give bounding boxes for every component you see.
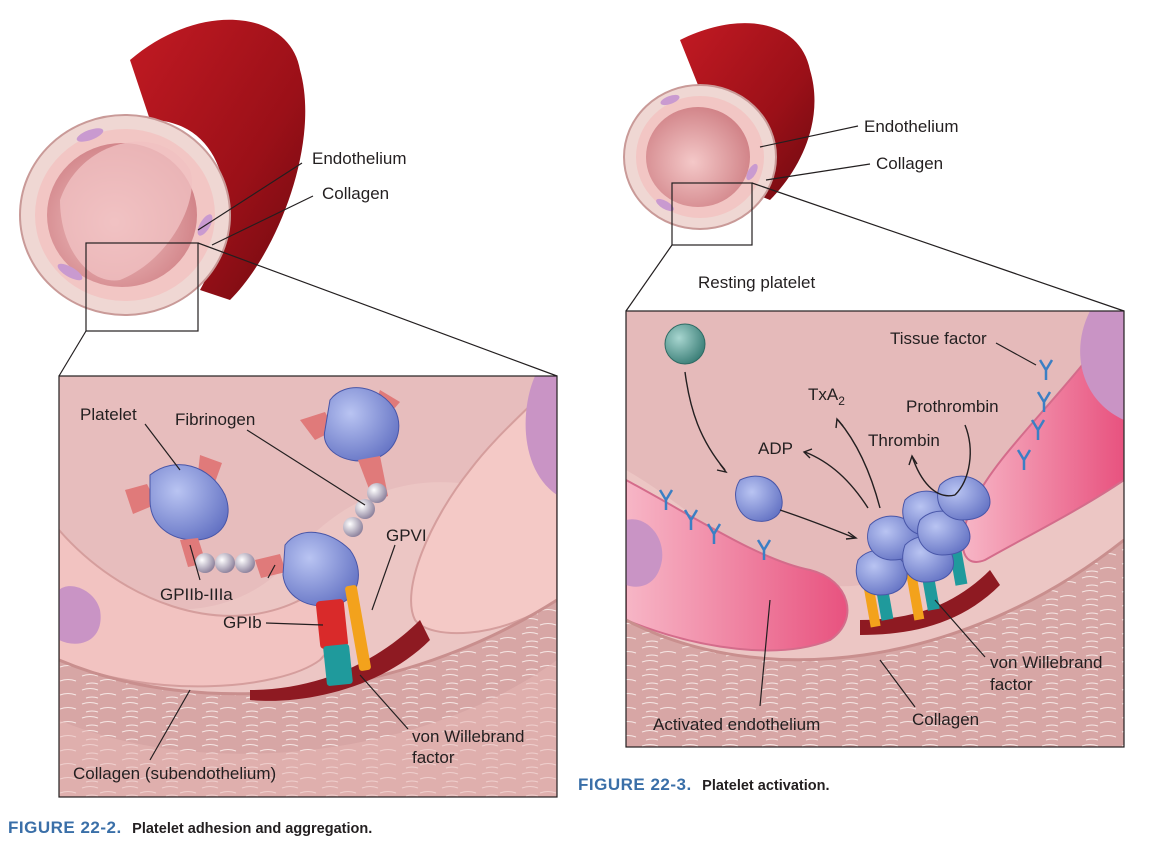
label-collagen-right: Collagen — [876, 154, 943, 173]
label-txa2: TxA2 — [808, 385, 845, 408]
zoom-box-left — [85, 242, 199, 332]
platelet-adherent — [282, 531, 371, 686]
activated-platelet — [735, 475, 783, 522]
label-prothrombin: Prothrombin — [906, 397, 999, 416]
leader-lines-right — [759, 125, 1037, 708]
label-gpvi: GPVI — [386, 526, 427, 545]
platelet-top — [300, 387, 400, 502]
labels-figure-22-3: Endothelium Collagen Resting platelet Ti… — [653, 117, 1102, 734]
gpvi-receptor — [345, 585, 371, 671]
label-endothelium-left: Endothelium — [312, 149, 407, 168]
caption-number-22-3: FIGURE 22-3. — [578, 775, 692, 794]
caption-figure-22-3: FIGURE 22-3. Platelet activation. — [578, 775, 829, 794]
vessel-illustration-left — [19, 19, 306, 316]
vwf-bar — [323, 644, 353, 686]
label-fibrinogen: Fibrinogen — [175, 410, 255, 429]
label-resting-platelet: Resting platelet — [698, 273, 815, 292]
label-gpiib-iiia: GPIIb-IIIa — [160, 585, 233, 604]
figure-22-3: Endothelium Collagen Resting platelet Ti… — [578, 23, 1125, 794]
label-tissue-factor: Tissue factor — [890, 329, 987, 348]
zoom-box-right — [671, 182, 753, 246]
resting-platelet — [664, 323, 706, 365]
label-collagen-bottom: Collagen — [912, 710, 979, 729]
tissue-factor-receptors — [658, 359, 1054, 560]
caption-text-22-2: Platelet adhesion and aggregation. — [132, 821, 372, 837]
label-vwf-line2-right: factor — [990, 675, 1033, 694]
label-collagen-subendothelium: Collagen (subendothelium) — [73, 764, 276, 783]
labels-figure-22-2: Endothelium Collagen Platelet Fibrinogen… — [73, 149, 524, 783]
caption-figure-22-2: FIGURE 22-2. Platelet adhesion and aggre… — [8, 818, 372, 837]
label-endothelium-right: Endothelium — [864, 117, 959, 136]
platelet-aggregate — [855, 475, 991, 628]
figure-22-2: Endothelium Collagen Platelet Fibrinogen… — [8, 19, 558, 837]
label-collagen-left: Collagen — [322, 184, 389, 203]
leader-lines-left — [144, 162, 409, 761]
caption-number-22-2: FIGURE 22-2. — [8, 818, 122, 837]
label-vwf-line2-left: factor — [412, 748, 455, 767]
label-gpib: GPIb — [223, 613, 262, 632]
caption-text-22-3: Platelet activation. — [702, 778, 829, 794]
label-vwf-line1-right: von Willebrand — [990, 653, 1102, 672]
gpib-receptor — [315, 599, 349, 649]
label-platelet: Platelet — [80, 405, 137, 424]
fibrinogen-chain — [195, 483, 387, 578]
vessel-illustration-right — [623, 23, 815, 230]
inset-panel-left — [59, 376, 557, 797]
label-vwf-line1-left: von Willebrand — [412, 727, 524, 746]
activation-arrows — [684, 371, 971, 540]
label-adp: ADP — [758, 439, 793, 458]
platelet-left — [125, 455, 229, 567]
label-activated-endothelium: Activated endothelium — [653, 715, 820, 734]
label-thrombin: Thrombin — [868, 431, 940, 450]
